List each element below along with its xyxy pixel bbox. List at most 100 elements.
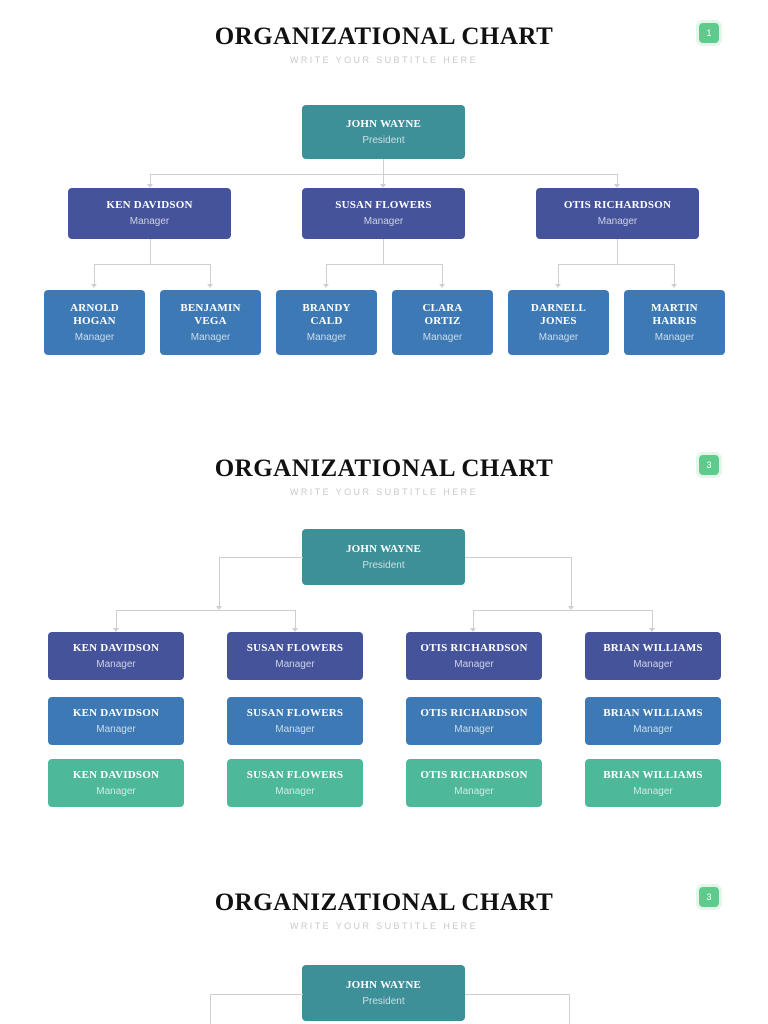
org-node-name: SUSAN FLOWERS [246, 706, 344, 719]
connector-line [295, 610, 296, 629]
org-node-name: KEN DAVIDSON [106, 199, 193, 211]
org-node-name: SUSAN FLOWERS [335, 199, 432, 211]
org-node-role: Manager [129, 216, 170, 227]
org-node-name: JOHN WAYNE [345, 542, 422, 555]
connector-arrow [555, 284, 561, 288]
connector-line [617, 239, 618, 264]
org-node-role: Manager [422, 331, 463, 343]
org-node-president[interactable]: JOHN WAYNE President [302, 529, 465, 585]
org-node-name: BRIAN WILLIAMS [603, 768, 703, 781]
connector-arrow [323, 284, 329, 288]
org-chart-section-1: ORGANIZATIONAL CHART WRITE YOUR SUBTITLE… [0, 0, 768, 430]
org-node-role: Manager [633, 785, 673, 797]
org-node-name: BRIAN WILLIAMS [603, 706, 703, 719]
connector-line [473, 610, 474, 629]
org-node-role: Manager [454, 723, 494, 735]
org-node-staff[interactable]: CLARA ORTIZ Manager [392, 290, 493, 355]
connector-line [150, 239, 151, 264]
org-node-staff[interactable]: BRANDY CALD Manager [276, 290, 377, 355]
org-node-manager[interactable]: SUSAN FLOWERS Manager [227, 759, 363, 807]
page-badge[interactable]: 3 [699, 455, 719, 475]
org-node-staff[interactable]: DARNELL JONES Manager [508, 290, 609, 355]
org-node-manager[interactable]: SUSAN FLOWERS Manager [227, 632, 363, 680]
org-node-manager[interactable]: BRIAN WILLIAMS Manager [585, 697, 721, 745]
connector-arrow [470, 628, 476, 632]
connector-line [465, 994, 570, 995]
connector-line [210, 264, 211, 285]
org-node-staff[interactable]: ARNOLD HOGAN Manager [44, 290, 145, 355]
org-node-name: BRANDY CALD [302, 301, 351, 327]
connector-line [116, 610, 296, 611]
page-badge[interactable]: 3 [699, 887, 719, 907]
connector-line [94, 264, 95, 285]
connector-arrow [292, 628, 298, 632]
page-subtitle: WRITE YOUR SUBTITLE HERE [290, 55, 478, 65]
org-node-manager[interactable]: OTIS RICHARDSON Manager [536, 188, 699, 239]
connector-line [558, 264, 674, 265]
connector-arrow [649, 628, 655, 632]
connector-line [219, 557, 220, 607]
org-node-role: Manager [454, 658, 494, 670]
org-node-role: Manager [96, 658, 136, 670]
org-node-role: Manager [454, 785, 494, 797]
org-node-name: DARNELL JONES [530, 301, 587, 327]
connector-line [219, 557, 303, 558]
org-node-president[interactable]: JOHN WAYNE President [302, 965, 465, 1021]
org-node-staff[interactable]: BENJAMIN VEGA Manager [160, 290, 261, 355]
page-title: ORGANIZATIONAL CHART [214, 455, 554, 482]
org-node-role: Manager [96, 723, 136, 735]
org-node-name: BRIAN WILLIAMS [603, 641, 703, 654]
connector-line [442, 264, 443, 285]
org-node-name: MARTIN HARRIS [651, 301, 698, 327]
org-node-role: Manager [538, 331, 579, 343]
org-node-name: KEN DAVIDSON [72, 768, 160, 781]
org-node-manager[interactable]: BRIAN WILLIAMS Manager [585, 632, 721, 680]
connector-arrow [380, 184, 386, 188]
org-node-manager[interactable]: KEN DAVIDSON Manager [48, 632, 184, 680]
connector-line [326, 264, 327, 285]
org-node-manager[interactable]: KEN DAVIDSON Manager [68, 188, 231, 239]
org-node-manager[interactable]: KEN DAVIDSON Manager [48, 759, 184, 807]
connector-line [383, 239, 384, 264]
connector-arrow [568, 606, 574, 610]
org-node-name: JOHN WAYNE [345, 117, 422, 130]
connector-line [150, 174, 618, 175]
org-node-name: SUSAN FLOWERS [246, 768, 344, 781]
connector-arrow [147, 184, 153, 188]
org-node-president[interactable]: JOHN WAYNE President [302, 105, 465, 159]
org-node-manager[interactable]: OTIS RICHARDSON Manager [406, 759, 542, 807]
page-badge[interactable]: 1 [699, 23, 719, 43]
org-node-name: KEN DAVIDSON [72, 706, 160, 719]
org-node-role: Manager [275, 785, 315, 797]
org-node-role: Manager [633, 658, 673, 670]
org-node-name: ARNOLD HOGAN [70, 301, 119, 327]
org-node-role: President [362, 134, 405, 146]
org-node-staff[interactable]: MARTIN HARRIS Manager [624, 290, 725, 355]
org-node-manager[interactable]: SUSAN FLOWERS Manager [302, 188, 465, 239]
org-node-name: OTIS RICHARDSON [420, 768, 528, 781]
connector-line [326, 264, 442, 265]
org-node-manager[interactable]: KEN DAVIDSON Manager [48, 697, 184, 745]
org-node-manager[interactable]: BRIAN WILLIAMS Manager [585, 759, 721, 807]
org-node-manager[interactable]: OTIS RICHARDSON Manager [406, 697, 542, 745]
org-node-role: Manager [275, 723, 315, 735]
org-node-name: BENJAMIN VEGA [180, 301, 241, 327]
connector-line [383, 174, 384, 185]
connector-line [569, 994, 570, 1024]
org-node-manager[interactable]: SUSAN FLOWERS Manager [227, 697, 363, 745]
org-node-role: President [362, 559, 405, 571]
org-node-name: OTIS RICHARDSON [420, 706, 528, 719]
connector-line [465, 557, 572, 558]
connector-line [473, 610, 653, 611]
org-node-role: Manager [190, 331, 231, 343]
connector-arrow [439, 284, 445, 288]
org-chart-section-2: ORGANIZATIONAL CHART WRITE YOUR SUBTITLE… [0, 430, 768, 860]
connector-line [116, 610, 117, 629]
connector-arrow [91, 284, 97, 288]
org-node-name: KEN DAVIDSON [72, 641, 160, 654]
connector-line [150, 174, 151, 185]
org-node-manager[interactable]: OTIS RICHARDSON Manager [406, 632, 542, 680]
org-node-name: CLARA ORTIZ [422, 301, 463, 327]
org-node-name: SUSAN FLOWERS [246, 641, 344, 654]
